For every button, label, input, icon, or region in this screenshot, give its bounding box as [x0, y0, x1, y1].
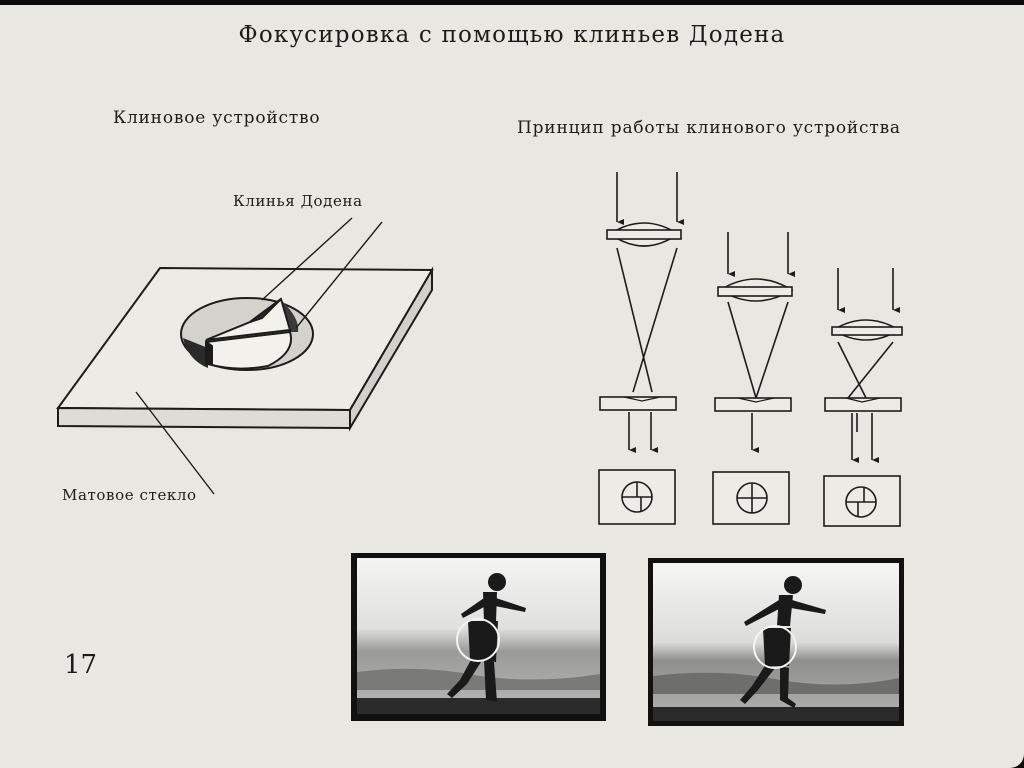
runner-figure-split	[447, 573, 526, 702]
dodin-wedges	[204, 297, 292, 370]
principle-column-1	[598, 172, 684, 525]
wedge-device-heading: Клиновое устройство	[113, 108, 321, 128]
photo-out-of-focus	[351, 553, 606, 721]
film-edge	[0, 0, 1024, 5]
slide-title: Фокусировка с помощью клиньев Додена	[238, 22, 786, 48]
runner-figure-focused	[740, 576, 826, 708]
page-number: 17	[64, 650, 98, 680]
leader-lines	[135, 217, 383, 495]
photo-in-focus	[648, 558, 904, 726]
ground-glass-label: Матовое стекло	[62, 486, 197, 504]
principle-column-3	[823, 268, 903, 527]
principle-column-2	[712, 232, 795, 525]
dodin-wedges-label: Клинья Додена	[233, 192, 363, 210]
principle-heading: Принцип работы клинового устройства	[517, 118, 901, 138]
